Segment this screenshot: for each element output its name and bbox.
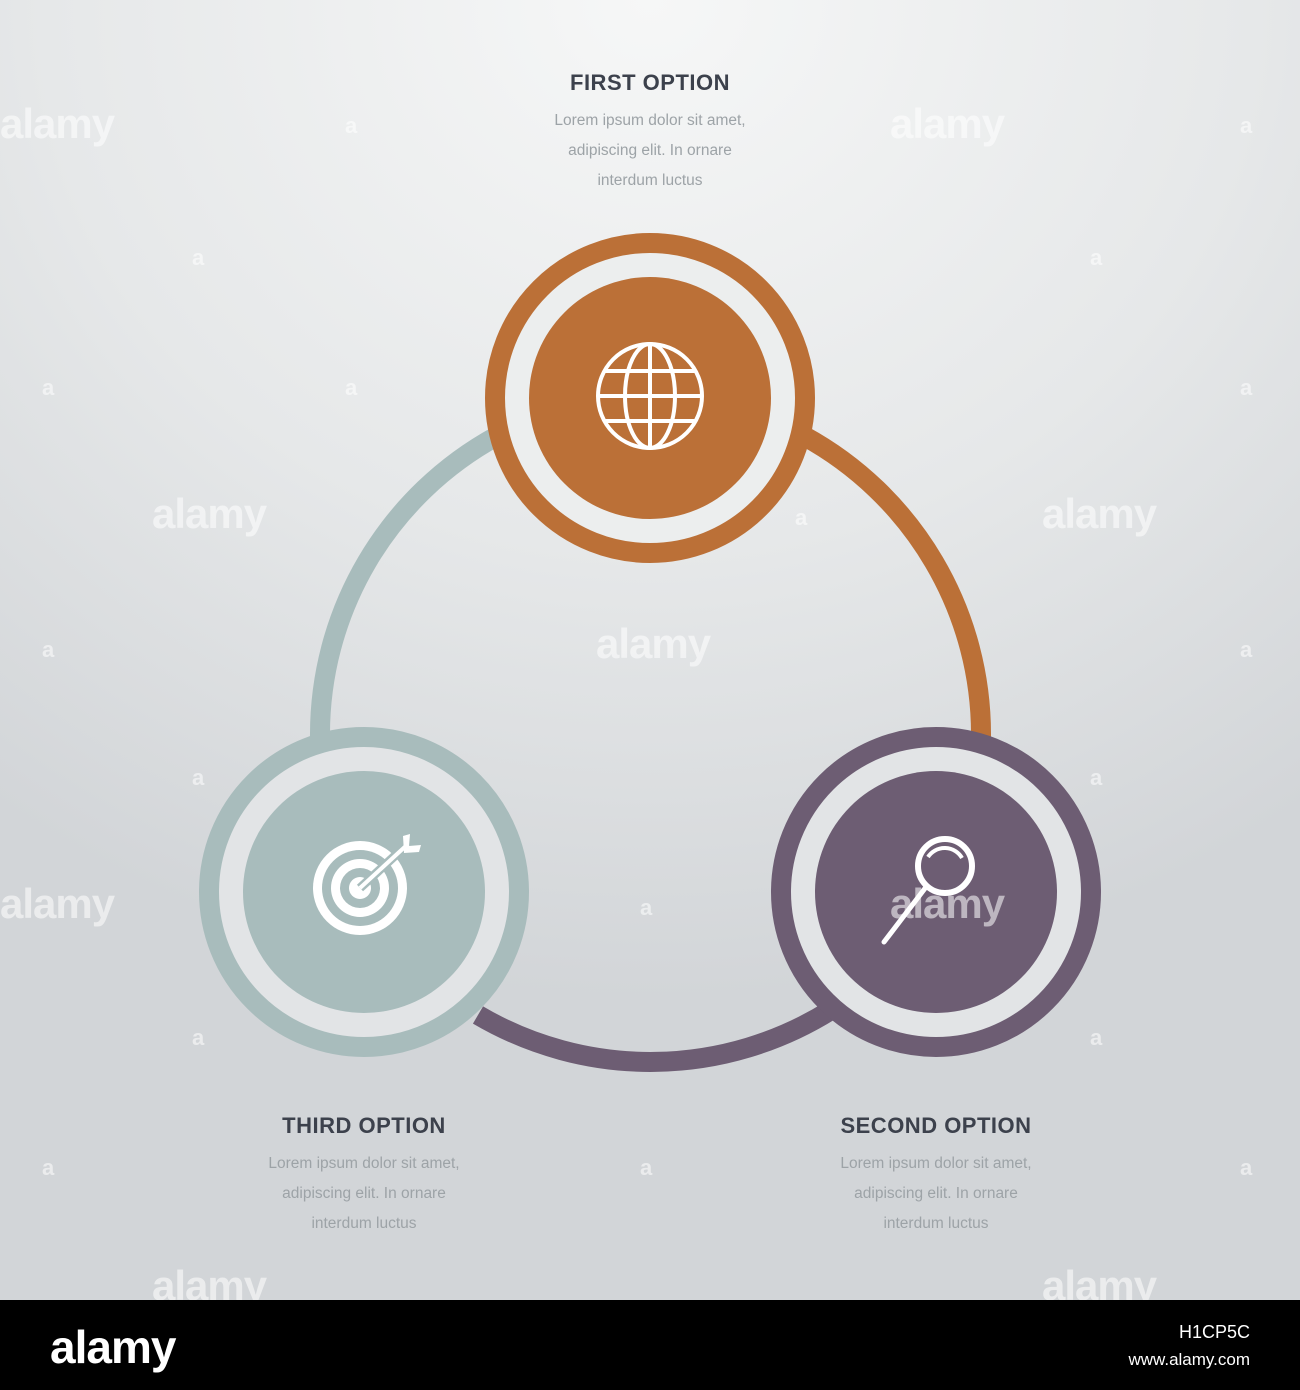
footer-logo: alamy bbox=[50, 1321, 176, 1373]
watermark-text: alamy bbox=[890, 100, 1005, 147]
infographic: FIRST OPTION Lorem ipsum dolor sit amet,… bbox=[0, 70, 1253, 1239]
first-option-line-2: adipiscing elit. In ornare bbox=[568, 142, 732, 159]
third-option-label: THIRD OPTION Lorem ipsum dolor sit amet,… bbox=[214, 1113, 514, 1239]
cycle-diagram bbox=[199, 233, 1101, 1072]
watermark-badge: a bbox=[345, 113, 358, 138]
ring-arc-first-second bbox=[799, 427, 992, 738]
watermark-badge: a bbox=[192, 765, 205, 790]
watermark-badge: a bbox=[42, 637, 55, 662]
node-third-option bbox=[199, 727, 529, 1057]
second-option-label: SECOND OPTION Lorem ipsum dolor sit amet… bbox=[786, 1113, 1086, 1239]
watermark-text: alamy bbox=[890, 880, 1005, 927]
globe-icon bbox=[596, 342, 704, 450]
magnifier-icon bbox=[881, 836, 975, 945]
watermark-badge: a bbox=[192, 245, 205, 270]
watermark-badge: a bbox=[1090, 765, 1103, 790]
watermark-badge: a bbox=[42, 375, 55, 400]
footer-image-id: H1CP5C bbox=[1178, 1322, 1250, 1342]
ring-arc-second-third bbox=[472, 1001, 837, 1072]
second-option-title: SECOND OPTION bbox=[840, 1113, 1032, 1138]
third-option-line-1: Lorem ipsum dolor sit amet, bbox=[268, 1155, 460, 1172]
footer-bar: alamy H1CP5C www.alamy.com bbox=[0, 1300, 1300, 1390]
second-option-line-3: interdum luctus bbox=[883, 1215, 989, 1232]
watermark-badge: a bbox=[1240, 113, 1253, 138]
watermark-text: alamy bbox=[1042, 490, 1157, 537]
footer-url: www.alamy.com bbox=[1128, 1350, 1250, 1369]
watermark-badge: a bbox=[1240, 637, 1253, 662]
watermark-badge: a bbox=[192, 1025, 205, 1050]
second-option-line-2: adipiscing elit. In ornare bbox=[854, 1185, 1018, 1202]
watermark-badge: a bbox=[1090, 245, 1103, 270]
first-option-label: FIRST OPTION Lorem ipsum dolor sit amet,… bbox=[500, 70, 800, 196]
watermark-badge: a bbox=[1090, 1025, 1103, 1050]
watermark-text: alamy bbox=[0, 880, 115, 927]
watermark-text: alamy bbox=[0, 100, 115, 147]
first-option-line-3: interdum luctus bbox=[597, 172, 703, 189]
watermark-badge: a bbox=[795, 505, 808, 530]
ring-arc-third-first bbox=[309, 427, 502, 738]
watermark-text: alamy bbox=[596, 620, 711, 667]
node-first-option bbox=[485, 233, 815, 563]
third-option-line-3: interdum luctus bbox=[311, 1215, 417, 1232]
third-option-line-2: adipiscing elit. In ornare bbox=[282, 1185, 446, 1202]
watermark-badge: a bbox=[345, 375, 358, 400]
watermark-badge: a bbox=[640, 895, 653, 920]
watermark-badge: a bbox=[1240, 375, 1253, 400]
watermark-text: alamy bbox=[152, 490, 267, 537]
watermark-badge: a bbox=[640, 1155, 653, 1180]
watermark-badge: a bbox=[42, 1155, 55, 1180]
second-option-line-1: Lorem ipsum dolor sit amet, bbox=[840, 1155, 1032, 1172]
node-second-option bbox=[771, 727, 1101, 1057]
first-option-line-1: Lorem ipsum dolor sit amet, bbox=[554, 112, 746, 129]
target-icon bbox=[313, 834, 421, 935]
first-option-title: FIRST OPTION bbox=[570, 70, 730, 95]
watermark-badge: a bbox=[1240, 1155, 1253, 1180]
third-option-title: THIRD OPTION bbox=[282, 1113, 446, 1138]
